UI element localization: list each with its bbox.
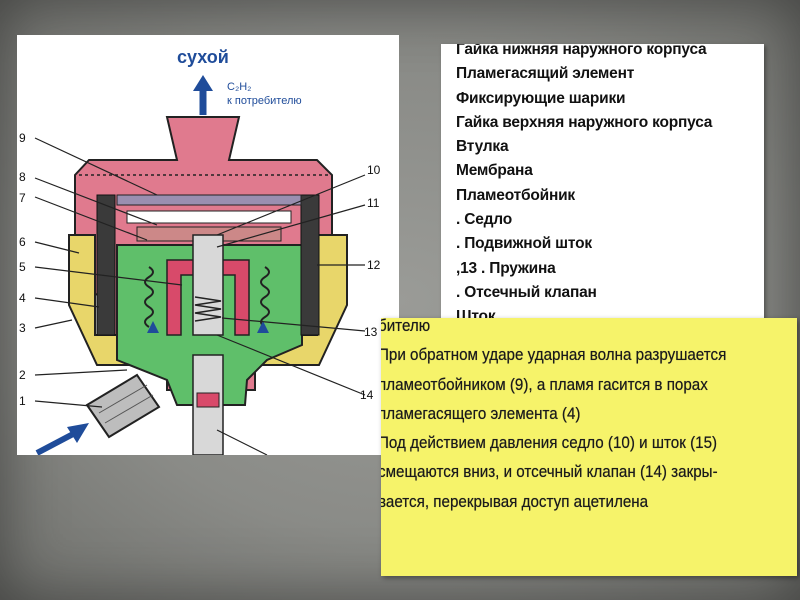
inlet-fitting bbox=[85, 373, 161, 439]
callout-9: 9 bbox=[19, 131, 26, 145]
callout-7: 7 bbox=[19, 191, 26, 205]
note-line: пламеотбойником (9), а пламя гасится в п… bbox=[381, 375, 708, 394]
spring-left bbox=[144, 266, 154, 328]
flow-arrow-right bbox=[257, 321, 269, 333]
diagram-svg: сухой C₂H₂ к потребителю bbox=[19, 47, 381, 455]
legend-item: Фиксирующие шарики bbox=[456, 89, 626, 107]
note-line: смещаются вниз, и отсечный клапан (14) з… bbox=[381, 463, 718, 482]
callout-3: 3 bbox=[19, 321, 26, 335]
callout-6: 6 bbox=[19, 235, 26, 249]
spring-right bbox=[260, 266, 270, 328]
explanation-note: бителю При обратном ударе ударная волна … bbox=[381, 318, 797, 576]
callout-11: 11 bbox=[367, 196, 380, 210]
legend-item: Гайка нижняя наружного корпуса bbox=[456, 44, 707, 58]
diagram-title: сухой bbox=[177, 47, 229, 67]
gas-destination: к потребителю bbox=[227, 95, 302, 107]
legend-item: Мембрана bbox=[456, 162, 533, 180]
legend-item: ,13 . Пружина bbox=[456, 259, 556, 277]
note-lines: бителю При обратном ударе ударная волна … bbox=[381, 318, 757, 517]
note-line: бителю bbox=[381, 318, 431, 335]
parts-legend: Гайка нижняя наружного корпуса Пламегася… bbox=[441, 44, 764, 334]
callout-5: 5 bbox=[19, 260, 26, 274]
callout-4: 4 bbox=[19, 291, 26, 305]
flame-element-left bbox=[96, 194, 116, 336]
leader-lines bbox=[34, 137, 366, 455]
callout-1: 1 bbox=[19, 394, 26, 408]
note-line: вается, перекрывая доступ ацетилена bbox=[381, 492, 649, 511]
legend-item: Пламеотбойник bbox=[456, 186, 575, 204]
inlet-arrow bbox=[35, 423, 89, 455]
legend-item: . Седло bbox=[456, 211, 512, 229]
legend-item: Втулка bbox=[456, 138, 509, 156]
legend-item: Пламегасящий элемент bbox=[456, 65, 635, 83]
callout-2: 2 bbox=[19, 368, 26, 382]
note-line: При обратном ударе ударная волна разруша… bbox=[381, 346, 727, 365]
callout-8: 8 bbox=[19, 170, 26, 184]
outlet-arrow bbox=[193, 75, 213, 115]
callout-12: 12 bbox=[367, 258, 381, 272]
flow-arrow-left bbox=[147, 321, 159, 333]
legend-item: . Отсечный клапан bbox=[456, 283, 597, 301]
callout-14: 14 bbox=[360, 388, 374, 402]
callout-numbers: 9 8 7 6 5 4 3 2 1 10 11 12 13 14 bbox=[19, 131, 381, 408]
note-line: пламегасящего элемента (4) bbox=[381, 404, 581, 423]
legend-list: Гайка нижняя наружного корпуса Пламегася… bbox=[456, 44, 712, 330]
flashback-arrestor-diagram: сухой C₂H₂ к потребителю bbox=[17, 35, 399, 455]
note-line: Под действием давления седло (10) и шток… bbox=[381, 434, 718, 453]
flashback-plate bbox=[126, 210, 292, 224]
legend-item: Гайка верхняя наружного корпуса bbox=[456, 113, 713, 131]
callout-13: 13 bbox=[364, 325, 378, 339]
legend-item: . Подвижной шток bbox=[456, 235, 592, 253]
callout-10: 10 bbox=[367, 163, 381, 177]
membrane bbox=[116, 194, 302, 206]
gas-formula: C₂H₂ bbox=[227, 81, 251, 93]
flame-element-right bbox=[300, 194, 320, 336]
cutoff-valve bbox=[196, 392, 220, 408]
inner-spring bbox=[194, 296, 222, 322]
